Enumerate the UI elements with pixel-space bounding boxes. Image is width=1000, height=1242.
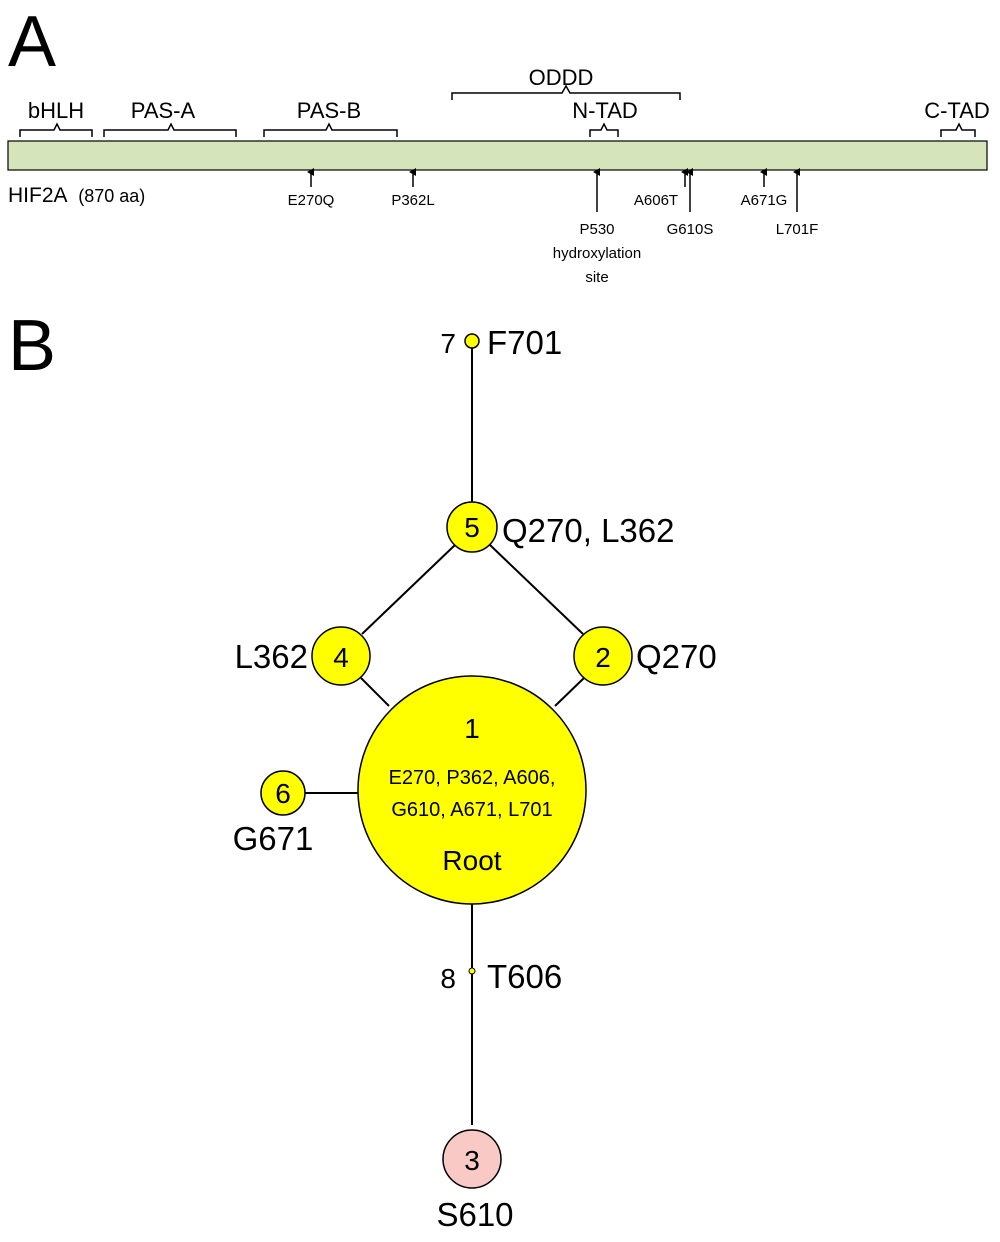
node-6-number: 6 [275, 778, 291, 809]
bhlh-label: bHLH [28, 98, 84, 123]
mutation-p530: P530 [579, 221, 614, 238]
edge-5-2 [489, 544, 584, 635]
protein-name: HIF2A (870 aa) [8, 184, 145, 207]
edge-5-4 [361, 544, 456, 635]
protein-name-text: HIF2A [8, 184, 68, 207]
node-1-number: 1 [464, 713, 480, 744]
node-4 [311, 626, 371, 686]
node-1-root [357, 675, 587, 905]
node-3-label: S610 [436, 1196, 513, 1233]
mutation-a606t: A606T [634, 192, 678, 209]
node-2-number: 2 [595, 642, 611, 673]
mutation-g610s: G610S [667, 221, 714, 238]
node-5 [446, 501, 498, 553]
node-2-label: Q270 [636, 638, 717, 675]
node-8-number: 8 [440, 963, 456, 994]
protein-length: (870 aa) [78, 186, 145, 206]
p530-note-line1: hydroxylation [553, 245, 641, 262]
panel-label-a: A [8, 2, 56, 82]
node-4-number: 4 [333, 642, 349, 673]
mutation-l701f: L701F [776, 221, 819, 238]
network-edges [304, 348, 585, 1125]
node-7-label: F701 [487, 324, 562, 361]
node-2 [573, 626, 633, 686]
node-5-number: 5 [464, 512, 480, 543]
pas-b-label: PAS-B [297, 98, 361, 123]
protein-bar [7, 140, 988, 171]
node-1-root-label: Root [442, 845, 501, 876]
domain-brackets [19, 122, 976, 137]
node-6 [260, 770, 306, 816]
mutation-e270q: E270Q [288, 192, 335, 209]
panel-label-b: B [8, 306, 56, 386]
oddd-label: ODDD [529, 65, 594, 90]
node-3 [442, 1129, 502, 1189]
edge-2-1 [554, 677, 585, 707]
node-1-alleles-line1: E270, P362, A606, [389, 767, 556, 789]
c-tad-label: C-TAD [924, 98, 990, 123]
edge-4-1 [360, 677, 390, 707]
oddd-bracket [451, 84, 681, 100]
node-8 [468, 967, 476, 975]
pas-a-label: PAS-A [131, 98, 196, 123]
node-3-number: 3 [464, 1145, 480, 1176]
n-tad-label: N-TAD [572, 98, 638, 123]
node-1-alleles-line2: G610, A671, L701 [391, 799, 552, 821]
node-8-label: T606 [487, 958, 562, 995]
node-7-number: 7 [440, 328, 456, 359]
node-7 [464, 333, 480, 349]
mutation-a671g: A671G [741, 192, 788, 209]
node-4-label: L362 [235, 638, 308, 675]
mutation-p362l: P362L [391, 192, 434, 209]
mutation-arrows [307, 168, 800, 212]
node-5-label: Q270, L362 [502, 512, 674, 549]
p530-note-line2: site [585, 269, 608, 286]
node-6-label: G671 [233, 820, 314, 857]
